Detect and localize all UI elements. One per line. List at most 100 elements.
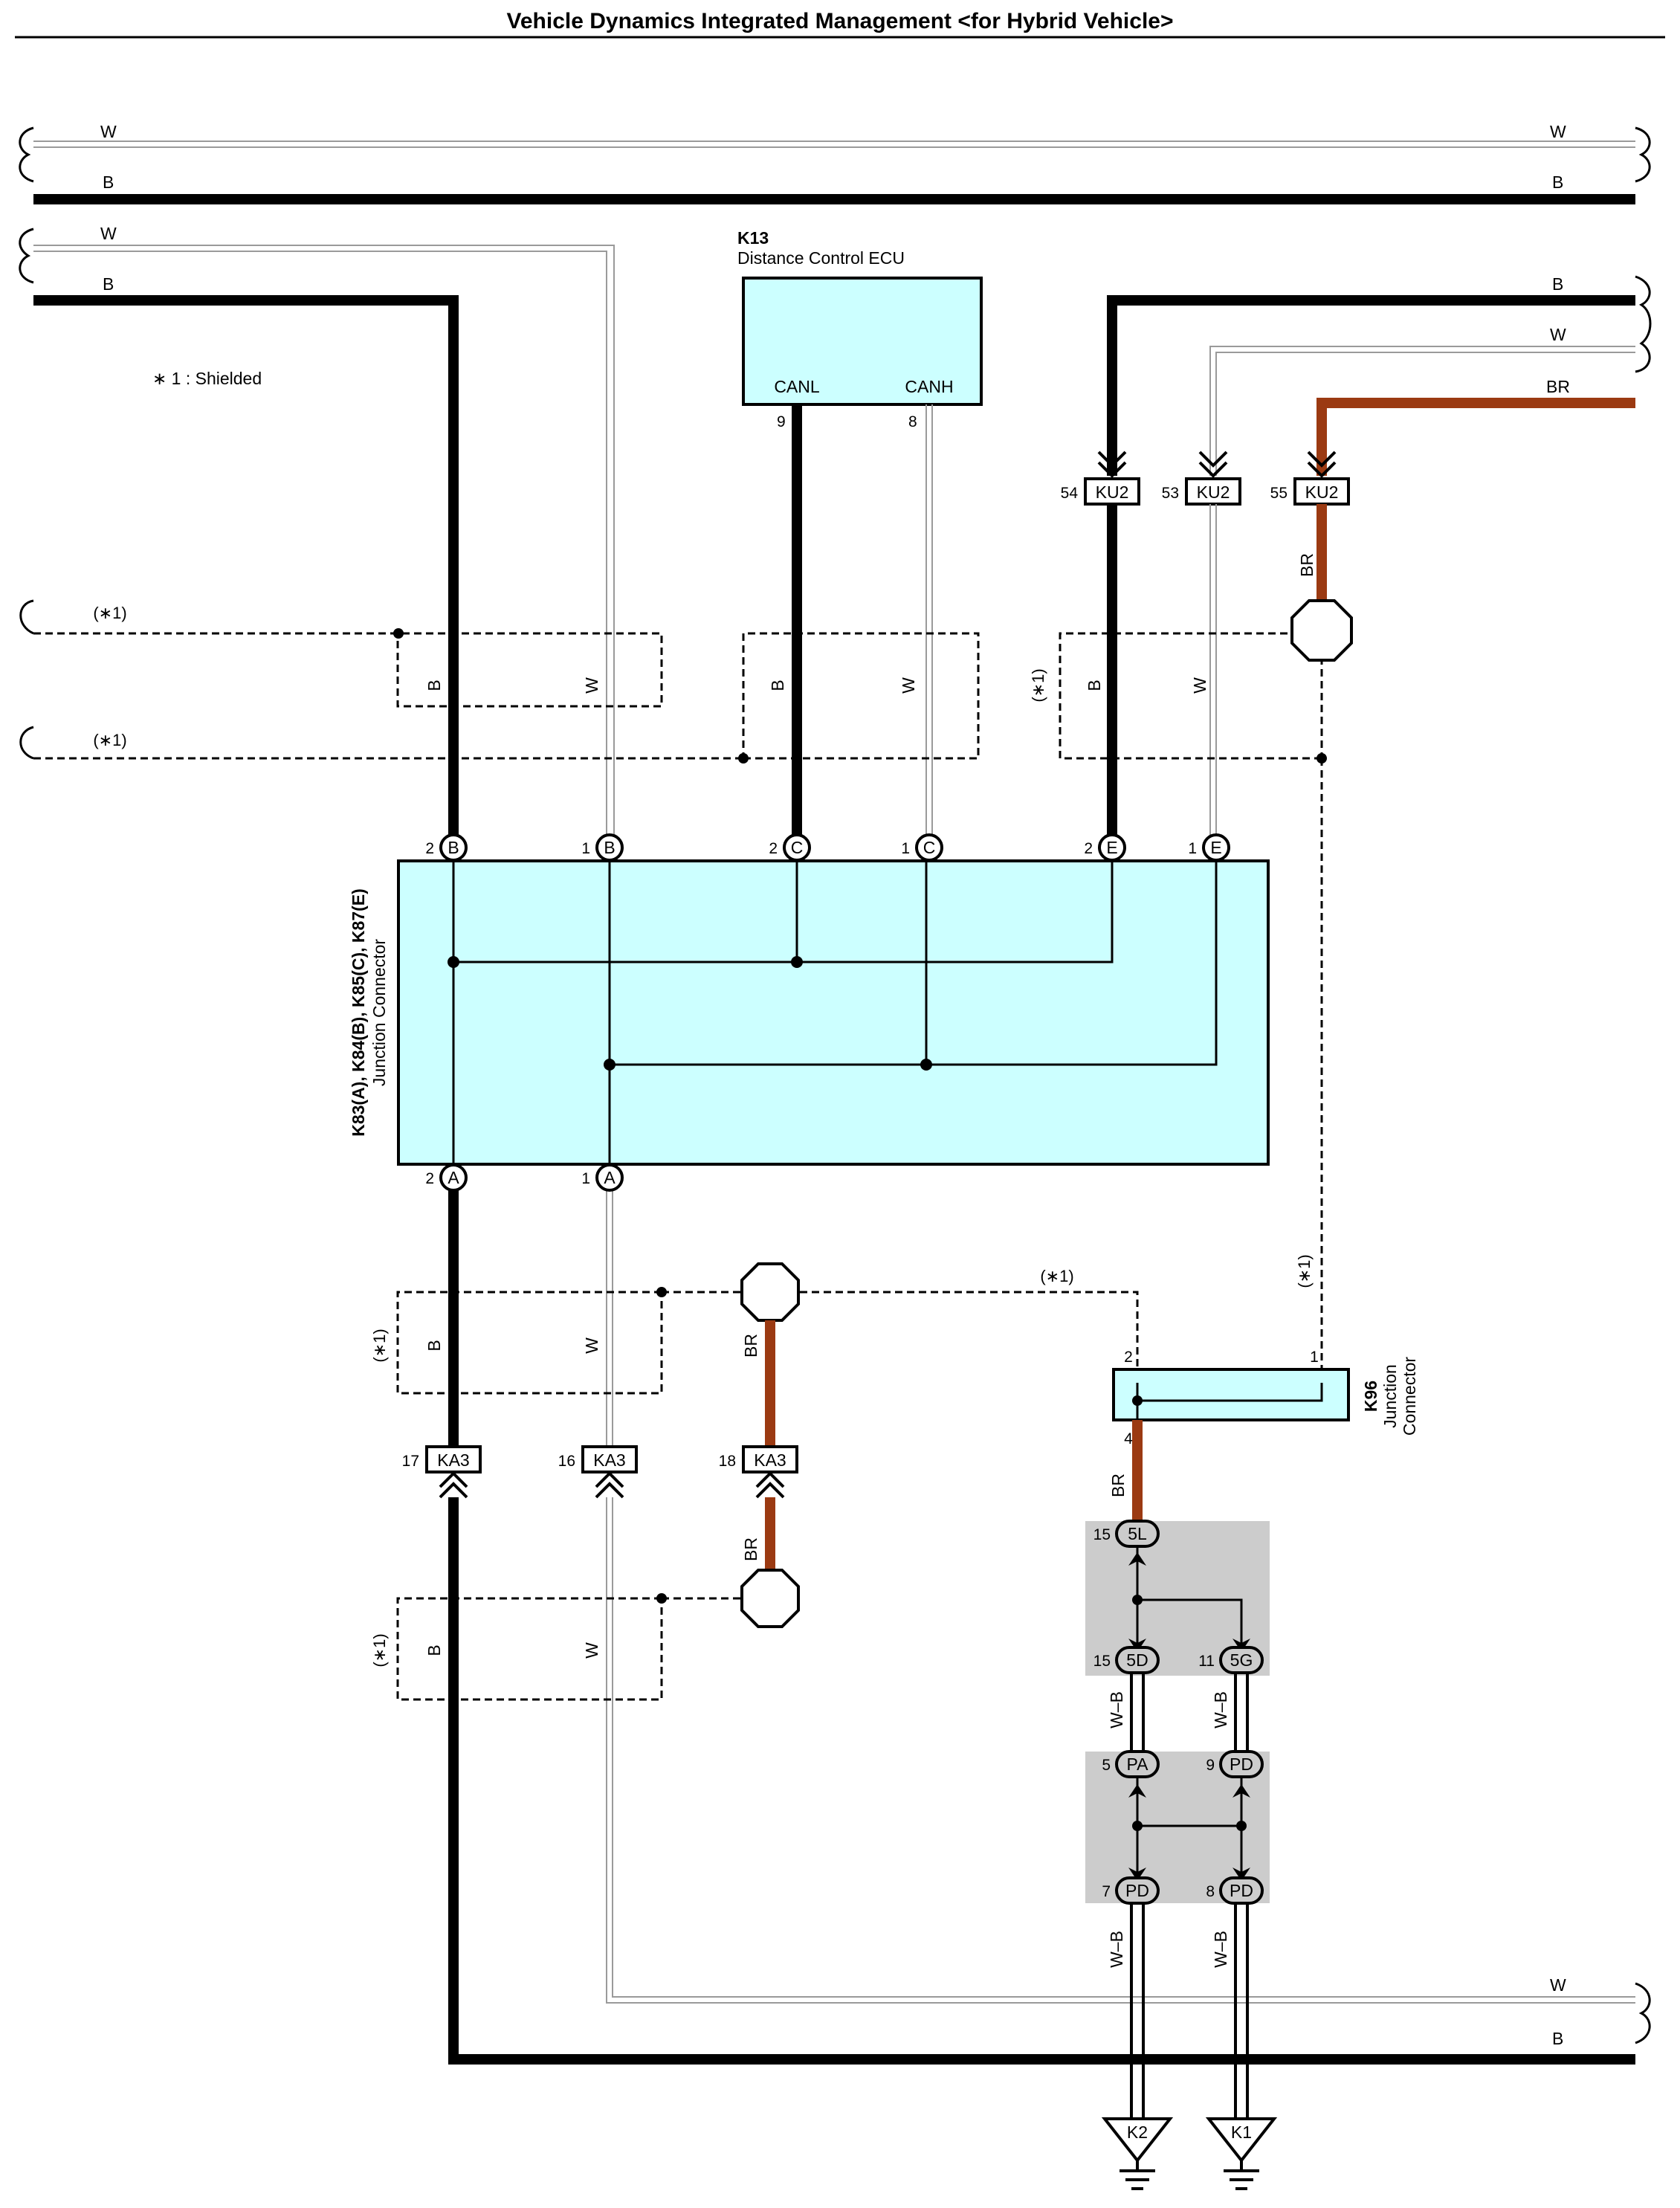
- splice-internal-wiring: [1136, 1543, 1243, 1888]
- wire-w-right: [1209, 346, 1635, 476]
- lower-shields: [396, 1597, 742, 1701]
- shield-label: (∗1): [1295, 1254, 1314, 1288]
- ku2-55-pin: 55: [1270, 485, 1288, 502]
- wire-label-b: B: [1085, 679, 1104, 691]
- wire-br-right: [1316, 398, 1635, 476]
- wire-wb-lower: [1130, 1902, 1249, 2119]
- terminal-b2-letter: B: [448, 838, 459, 857]
- wire-label-br: BR: [741, 1334, 760, 1358]
- terminal-e2-letter: E: [1106, 838, 1117, 857]
- ground-k1-triangle: [1205, 2117, 1278, 2163]
- wire-w-bottom-2: [612, 1497, 1635, 1998]
- wire-label-br: BR: [1108, 1473, 1128, 1497]
- middle-shields: [396, 758, 1323, 1395]
- shield-label: (∗1): [1040, 1267, 1073, 1285]
- splice-pd-7-pin: 7: [1102, 1883, 1111, 1900]
- terminal-a1: [595, 1163, 624, 1192]
- wire-wb-upper: [1130, 1673, 1249, 1762]
- terminal-c2: [783, 833, 811, 862]
- wire-label-w: W: [100, 122, 117, 141]
- terminal-e1-pin: 1: [1188, 840, 1197, 857]
- terminal-a2: [439, 1163, 468, 1192]
- splice-pd-8-code: PD: [1230, 1881, 1253, 1900]
- splice-pd-7-code: PD: [1125, 1881, 1149, 1900]
- shield-ground-octagon-upper: [1290, 599, 1353, 662]
- ku2-53-code: KU2: [1197, 482, 1230, 502]
- splice-5l: [1115, 1520, 1160, 1548]
- ground-k2-triangle: [1101, 2117, 1174, 2163]
- ka3-18-pin: 18: [719, 1453, 736, 1470]
- splice-pd-8-pin: 8: [1206, 1883, 1215, 1900]
- shield-ground-octagon-middle: [740, 1262, 800, 1322]
- ground-k1-icon: [1224, 2160, 1259, 2190]
- terminal-c2-letter: C: [791, 838, 804, 857]
- splice-node: [1132, 1821, 1143, 1831]
- shield-node: [656, 1287, 667, 1297]
- ka3-16-pin: 16: [558, 1453, 575, 1470]
- wire-w-left-2: [33, 251, 607, 848]
- terminal-a2-pin: 2: [425, 1170, 434, 1187]
- wire-b-left: [33, 295, 459, 848]
- wire-label-b: B: [424, 1644, 444, 1656]
- splice-arrows: [1128, 1552, 1250, 1881]
- junction-node: [448, 956, 459, 968]
- ku2-53-pin: 53: [1162, 485, 1179, 502]
- terminal-e2: [1098, 833, 1126, 862]
- diagram-title: Vehicle Dynamics Integrated Management <…: [507, 9, 1174, 33]
- ka3-18-code: KA3: [754, 1450, 786, 1470]
- k96-name-2: Connector: [1400, 1357, 1419, 1436]
- splice-pd-9-code: PD: [1230, 1755, 1253, 1774]
- terminal-e1-letter: E: [1210, 838, 1221, 857]
- ka3-17-code: KA3: [437, 1450, 469, 1470]
- junction-node: [604, 1059, 616, 1071]
- k96-code: K96: [1361, 1381, 1380, 1412]
- wire-label-b: B: [424, 679, 444, 691]
- splice-pd-8: [1219, 1876, 1264, 1905]
- wire-label-br: BR: [1546, 377, 1570, 396]
- wire-label-b: B: [1552, 172, 1563, 192]
- wire-b-right: [1107, 295, 1635, 476]
- terminal-b1: [595, 833, 624, 862]
- wire-label-w: W: [1550, 1975, 1566, 1995]
- wire-label-b: B: [768, 679, 787, 691]
- junction-node: [791, 956, 803, 968]
- upper-shields: [33, 632, 1322, 760]
- wire-label-wb: W–B: [1211, 1931, 1230, 1968]
- shield-label: (∗1): [370, 1633, 389, 1667]
- wire-label-w: W: [1190, 677, 1209, 694]
- ku2-54-pin: 54: [1061, 485, 1079, 502]
- ground-k1-label: K1: [1231, 2123, 1252, 2142]
- terminal-a2-letter: A: [448, 1168, 459, 1187]
- k13-canh-label: CANH: [905, 377, 953, 396]
- splice-pd-9: [1219, 1750, 1264, 1778]
- shield-label: (∗1): [370, 1329, 389, 1362]
- k96-internal-wiring: [1136, 1383, 1323, 1402]
- ground-k2-icon: [1120, 2160, 1155, 2190]
- wire-w-bottom: [606, 1497, 1635, 2004]
- junction-node: [1132, 1395, 1143, 1406]
- wire-label-w: W: [582, 1642, 601, 1659]
- wire-label-w: W: [1550, 325, 1566, 344]
- splice-node: [1236, 1821, 1247, 1831]
- ku2-55-code: KU2: [1305, 482, 1339, 502]
- ka3-17-pin: 17: [402, 1453, 419, 1470]
- splice-node: [1132, 1595, 1143, 1605]
- splice-5g-code: 5G: [1230, 1650, 1253, 1670]
- wire-label-w: W: [582, 677, 601, 694]
- wire-label-br: BR: [1297, 553, 1316, 577]
- terminal-c1-pin: 1: [901, 840, 910, 857]
- terminal-a1-pin: 1: [581, 1170, 590, 1187]
- terminal-c1-letter: C: [923, 838, 936, 857]
- ku2-54-code: KU2: [1096, 482, 1129, 502]
- wire-label-b: B: [1552, 2029, 1563, 2048]
- junction-connector-box: [397, 859, 1270, 1166]
- splice-pd-9-pin: 9: [1206, 1757, 1215, 1774]
- wire-label-b: B: [103, 274, 114, 294]
- shield-node: [738, 753, 749, 764]
- terminal-c1: [915, 833, 943, 862]
- wire-label-b: B: [424, 1340, 444, 1351]
- k13-pin-8: 8: [908, 413, 917, 430]
- wire-label-w: W: [899, 677, 918, 694]
- wire-label-br: BR: [741, 1537, 760, 1561]
- terminal-b1-letter: B: [604, 838, 615, 857]
